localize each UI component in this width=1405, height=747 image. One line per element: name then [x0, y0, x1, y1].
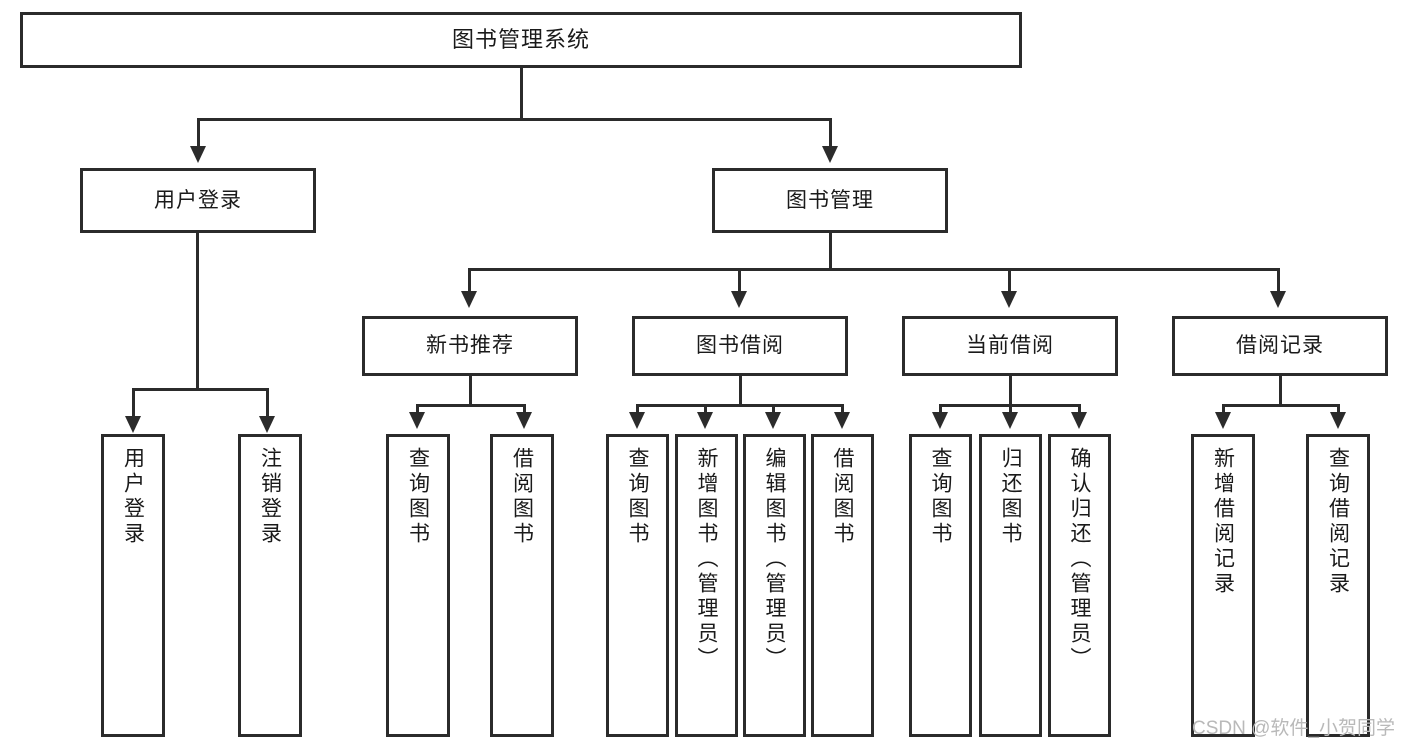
connector-current-borrow-to-leaf-2	[1009, 404, 1012, 416]
node-user-login[interactable]: 用户登录	[80, 168, 316, 233]
arrowhead-book-manage-to-new-book	[461, 291, 477, 308]
connector-book-borrow-bus	[636, 404, 844, 407]
leaf-user-login-logout[interactable]: 注销登录	[238, 434, 302, 737]
leaf-label: 用户登录	[121, 447, 145, 547]
connector-user-login-to-leaf-1	[132, 388, 135, 420]
arrowhead-borrow-record-to-leaf-1	[1215, 412, 1231, 429]
connector-borrow-record-to-leaf-2	[1337, 404, 1340, 416]
connector-new-book-to-leaf-1	[416, 404, 419, 416]
leaf-user-login-login[interactable]: 用户登录	[101, 434, 165, 737]
node-label: 新书推荐	[426, 334, 514, 358]
connector-root-to-user-login	[197, 118, 200, 148]
arrowhead-book-manage-to-current	[1001, 291, 1017, 308]
node-borrow-record[interactable]: 借阅记录	[1172, 316, 1388, 376]
connector-book-manage-to-new-book	[468, 268, 471, 293]
connector-book-borrow-to-leaf-1	[636, 404, 639, 416]
connector-user-login-stem	[196, 233, 199, 390]
leaf-label: 查询图书	[406, 447, 430, 547]
arrowhead-new-book-to-leaf-1	[409, 412, 425, 429]
leaf-label: 新增借阅记录	[1211, 447, 1235, 597]
node-current-borrow[interactable]: 当前借阅	[902, 316, 1118, 376]
connector-book-manage-bus	[468, 268, 1280, 271]
connector-root-stem	[520, 68, 523, 118]
arrowhead-user-login-to-leaf-2	[259, 416, 275, 433]
leaf-label: 编辑图书（管理员）	[763, 447, 786, 672]
arrowhead-book-borrow-to-leaf-3	[765, 412, 781, 429]
node-new-book-recommend[interactable]: 新书推荐	[362, 316, 578, 376]
node-book-borrow[interactable]: 图书借阅	[632, 316, 848, 376]
arrowhead-book-manage-to-record	[1270, 291, 1286, 308]
connector-book-borrow-to-leaf-3	[772, 404, 775, 416]
leaf-book-borrow-add[interactable]: 新增图书（管理员）	[675, 434, 738, 737]
connector-user-login-bus	[132, 388, 269, 391]
connector-root-to-book-manage	[829, 118, 832, 148]
leaf-book-borrow-edit[interactable]: 编辑图书（管理员）	[743, 434, 806, 737]
arrowhead-new-book-to-leaf-2	[516, 412, 532, 429]
arrowhead-root-to-user-login	[190, 146, 206, 163]
connector-current-borrow-stem	[1009, 376, 1012, 404]
connector-book-borrow-to-leaf-4	[841, 404, 844, 416]
leaf-current-borrow-confirm[interactable]: 确认归还（管理员）	[1048, 434, 1111, 737]
connector-book-borrow-to-leaf-2	[704, 404, 707, 416]
leaf-label: 确认归还（管理员）	[1068, 447, 1091, 672]
connector-book-manage-to-record	[1277, 268, 1280, 293]
arrowhead-current-borrow-to-leaf-1	[932, 412, 948, 429]
connector-user-login-to-leaf-2	[266, 388, 269, 420]
node-label: 当前借阅	[966, 334, 1054, 358]
node-root-system[interactable]: 图书管理系统	[20, 12, 1022, 68]
node-label: 图书管理系统	[451, 26, 590, 52]
connector-book-manage-to-current	[1008, 268, 1011, 293]
leaf-label: 注销登录	[258, 447, 282, 547]
leaf-label: 查询图书	[626, 447, 649, 547]
node-book-management[interactable]: 图书管理	[712, 168, 948, 233]
node-label: 用户登录	[154, 188, 242, 212]
connector-new-book-stem	[469, 376, 472, 404]
connector-new-book-to-leaf-2	[523, 404, 526, 416]
connector-book-manage-to-borrow	[738, 268, 741, 293]
connector-borrow-record-bus	[1222, 404, 1340, 407]
connector-current-borrow-to-leaf-3	[1078, 404, 1081, 416]
leaf-borrow-record-query[interactable]: 查询借阅记录	[1306, 434, 1370, 737]
connector-book-borrow-stem	[739, 376, 742, 404]
connector-new-book-bus	[416, 404, 526, 407]
leaf-label: 查询图书	[929, 447, 952, 547]
leaf-borrow-record-add[interactable]: 新增借阅记录	[1191, 434, 1255, 737]
leaf-label: 归还图书	[999, 447, 1022, 547]
arrowhead-current-borrow-to-leaf-3	[1071, 412, 1087, 429]
leaf-book-borrow-query[interactable]: 查询图书	[606, 434, 669, 737]
node-label: 图书借阅	[696, 334, 784, 358]
arrowhead-user-login-to-leaf-1	[125, 416, 141, 433]
arrowhead-book-borrow-to-leaf-2	[697, 412, 713, 429]
arrowhead-root-to-book-manage	[822, 146, 838, 163]
leaf-book-borrow-borrow[interactable]: 借阅图书	[811, 434, 874, 737]
node-label: 图书管理	[786, 188, 874, 212]
arrowhead-current-borrow-to-leaf-2	[1002, 412, 1018, 429]
leaf-label: 查询借阅记录	[1326, 447, 1350, 597]
arrowhead-borrow-record-to-leaf-2	[1330, 412, 1346, 429]
arrowhead-book-borrow-to-leaf-4	[834, 412, 850, 429]
leaf-new-book-borrow[interactable]: 借阅图书	[490, 434, 554, 737]
leaf-current-borrow-query[interactable]: 查询图书	[909, 434, 972, 737]
leaf-label: 借阅图书	[510, 447, 534, 547]
leaf-current-borrow-return[interactable]: 归还图书	[979, 434, 1042, 737]
arrowhead-book-borrow-to-leaf-1	[629, 412, 645, 429]
connector-borrow-record-stem	[1279, 376, 1282, 404]
connector-current-borrow-to-leaf-1	[939, 404, 942, 416]
node-label: 借阅记录	[1236, 334, 1324, 358]
leaf-label: 新增图书（管理员）	[695, 447, 718, 672]
connector-root-bus	[197, 118, 832, 121]
leaf-label: 借阅图书	[831, 447, 854, 547]
arrowhead-book-manage-to-borrow	[731, 291, 747, 308]
connector-borrow-record-to-leaf-1	[1222, 404, 1225, 416]
leaf-new-book-query[interactable]: 查询图书	[386, 434, 450, 737]
connector-book-manage-stem	[829, 233, 832, 268]
